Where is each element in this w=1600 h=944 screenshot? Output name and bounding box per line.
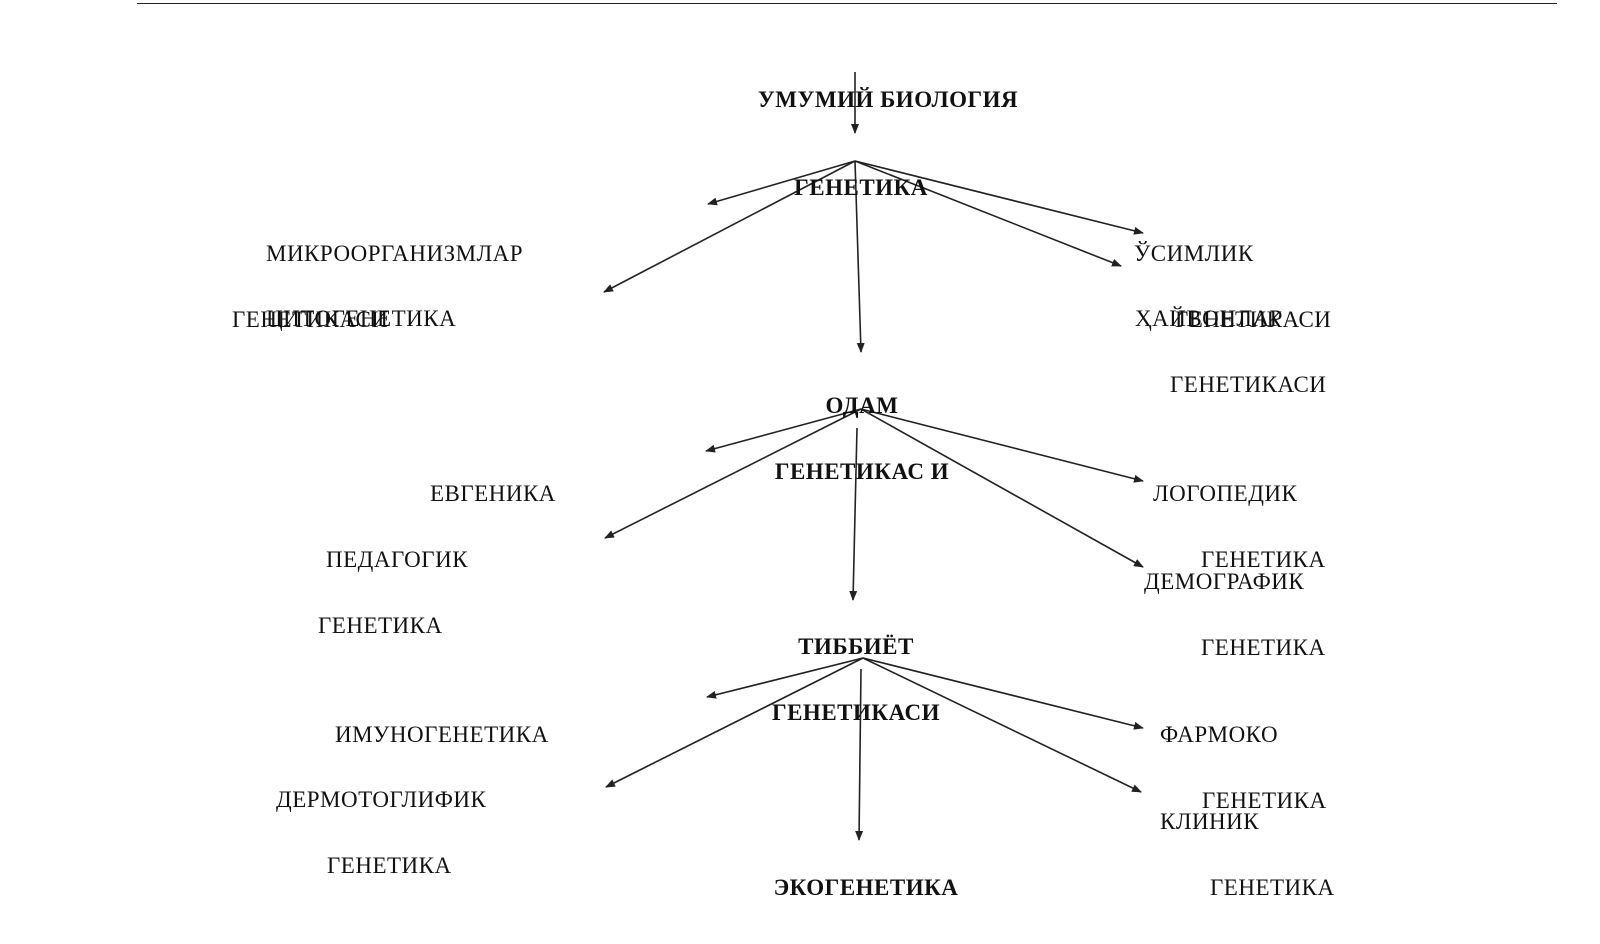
node-genetics: ГЕНЕТИКА [794, 133, 928, 243]
node-eugenics-line-1: ЕВГЕНИКА [430, 481, 556, 506]
node-ecogenetics-line-1: ЭКОГЕНЕТИКА [773, 875, 959, 900]
node-clinical-genetics-line-2: ГЕНЕТИКА [1210, 875, 1335, 900]
genetics-hierarchy-diagram: УМУМИЙ БИОЛОГИЯ ГЕНЕТИКА МИКРООРГАНИЗМЛА… [137, 3, 1557, 899]
arrow-human-genetics-to-logopedic-genetics [860, 408, 1144, 483]
top-rule [137, 3, 1557, 4]
node-animal-genetics-line-2: ГЕНЕТИКАСИ [1170, 372, 1327, 397]
node-human-genetics-line-1: ОДАМ [825, 393, 899, 418]
node-clinical-genetics: КЛИНИК ГЕНЕТИКА [1160, 767, 1335, 943]
node-genetics-line-1: ГЕНЕТИКА [794, 175, 928, 200]
arrow-medical-genetics-to-dermatoglyphic-genetics [605, 657, 864, 788]
node-cytogenetics: ЦИТОГЕНЕТИКА [266, 264, 456, 374]
node-demographic-genetics: ДЕМОГРАФИК ГЕНЕТИКА [1144, 527, 1326, 703]
node-microorganism-genetics-line-1: МИКРООРГАНИЗМЛАР [266, 241, 524, 266]
node-pedagogic-genetics: ПЕДАГОГИК ГЕНЕТИКА [318, 505, 468, 681]
node-pharmaco-genetics-line-1: ФАРМОКО [1160, 722, 1279, 747]
node-pedagogic-genetics-line-2: ГЕНЕТИКА [318, 613, 443, 638]
node-medical-genetics-line-2: ГЕНЕТИКАСИ [771, 700, 941, 725]
node-logopedic-genetics-line-2: ГЕНЕТИКА [1201, 547, 1326, 572]
node-general-biology-line-1: УМУМИЙ БИОЛОГИЯ [757, 87, 1019, 112]
arrow-genetics-to-microorganism-genetics [707, 160, 856, 206]
arrow-genetics-to-animal-genetics [854, 160, 1122, 267]
node-cytogenetics-line-1: ЦИТОГЕНЕТИКА [266, 306, 457, 331]
arrow-medical-genetics-to-pharmaco-genetics [862, 657, 1144, 730]
arrow-genetics-to-cytogenetics [603, 160, 856, 293]
arrow-human-genetics-to-medical-genetics [849, 427, 858, 601]
diagram-arrows [603, 72, 1144, 841]
node-pharmaco-genetics: ФАРМОКО ГЕНЕТИКА [1160, 680, 1327, 856]
node-demographic-genetics-line-2: ГЕНЕТИКА [1201, 635, 1326, 660]
node-logopedic-genetics: ЛОГОПЕДИК ГЕНЕТИКА [1153, 439, 1326, 615]
arrow-medical-genetics-to-immunogenetics [706, 657, 864, 699]
arrow-human-genetics-to-demographic-genetics [860, 408, 1144, 568]
arrow-human-genetics-to-eugenics [705, 408, 862, 453]
node-human-genetics: ОДАМ ГЕНЕТИКАС И [775, 351, 949, 527]
arrow-medical-genetics-to-ecogenetics [855, 668, 864, 841]
node-animal-genetics-line-1: ҲАЙВОНЛАР [1135, 306, 1283, 331]
node-medical-genetics-line-1: ТИББИЁТ [798, 634, 914, 659]
node-logopedic-genetics-line-1: ЛОГОПЕДИК [1153, 481, 1298, 506]
node-medical-genetics: ТИББИЁТ ГЕНЕТИКАСИ [772, 592, 940, 768]
node-animal-genetics: ҲАЙВОНЛАР ГЕНЕТИКАСИ [1135, 264, 1326, 440]
arrow-genetics-to-plant-genetics [854, 160, 1144, 235]
node-eugenics: ЕВГЕНИКА [430, 439, 556, 549]
node-general-biology: УМУМИЙ БИОЛОГИЯ [758, 45, 1018, 155]
node-dermatoglyphic-genetics-line-1: ДЕРМОТОГЛИФИК [276, 787, 487, 812]
arrow-medical-genetics-to-clinical-genetics [862, 657, 1142, 793]
node-clinical-genetics-line-1: КЛИНИК [1160, 809, 1260, 834]
node-immunogenetics-line-1: ИМУНОГЕНЕТИКА [335, 722, 549, 747]
node-microorganism-genetics-line-2: ГЕНЕТИКАСИ [232, 307, 389, 332]
node-pedagogic-genetics-line-1: ПЕДАГОГИК [326, 547, 469, 572]
node-immunogenetics: ИМУНОГЕНЕТИКА [335, 680, 549, 790]
node-plant-genetics-line-1: ЎСИМЛИК [1134, 241, 1254, 266]
node-microorganism-genetics: МИКРООРГАНИЗМЛАР ГЕНЕТИКАСИ [232, 199, 523, 375]
arrow-genetics-to-human-genetics [854, 160, 865, 353]
node-pharmaco-genetics-line-2: ГЕНЕТИКА [1202, 788, 1327, 813]
node-dermatoglyphic-genetics: ДЕРМОТОГЛИФИК ГЕНЕТИКА [276, 745, 486, 921]
node-plant-genetics-line-2: ГЕНЕТИКАСИ [1175, 307, 1332, 332]
node-demographic-genetics-line-1: ДЕМОГРАФИК [1144, 569, 1305, 594]
node-human-genetics-line-2: ГЕНЕТИКАС И [774, 459, 950, 484]
arrow-human-genetics-to-pedagogic-genetics [604, 408, 862, 539]
node-ecogenetics: ЭКОГЕНЕТИКА [774, 833, 959, 943]
node-plant-genetics: ЎСИМЛИК ГЕНЕТИКАСИ [1134, 199, 1331, 375]
node-dermatoglyphic-genetics-line-2: ГЕНЕТИКА [327, 853, 452, 878]
